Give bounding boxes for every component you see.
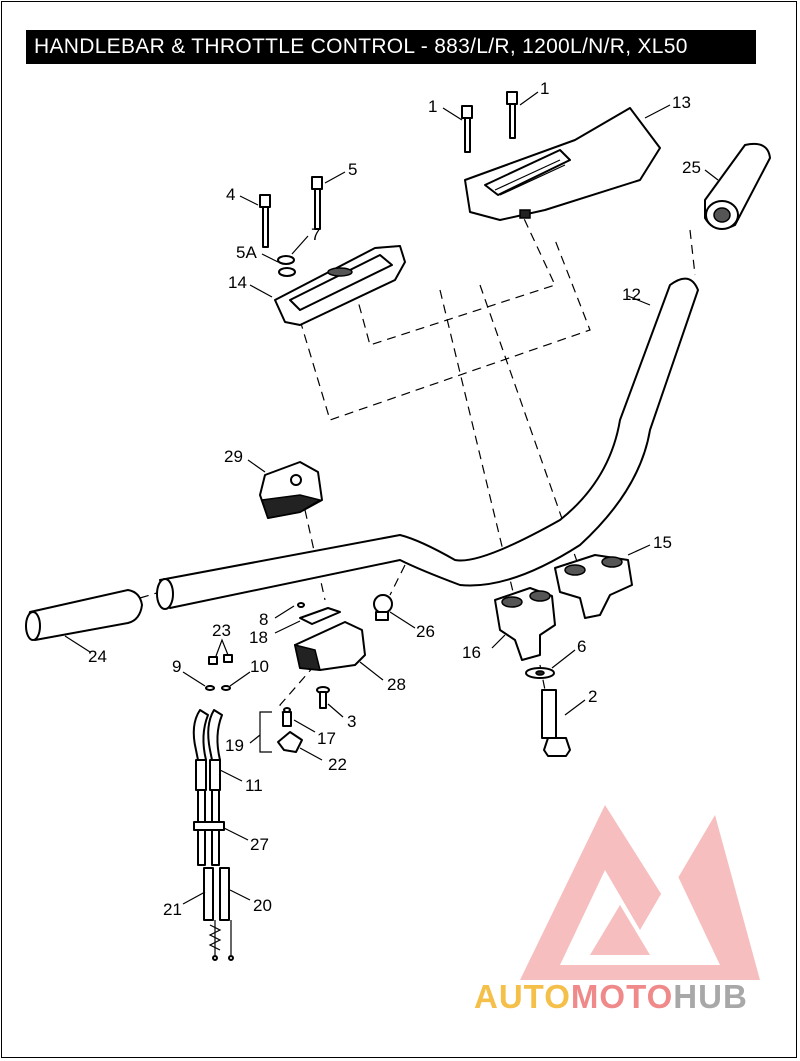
screw-3 [316,686,330,709]
bolt-2 [541,689,571,757]
watermark-text: AUTOMOTOHUB [474,978,748,1016]
handlebar-12 [156,277,699,610]
riser-15 [554,554,633,619]
callout-23: 23 [212,621,231,640]
callout-26: 26 [416,622,435,641]
callout-4: 4 [226,185,235,204]
callout-15: 15 [653,533,672,552]
callout-14: 14 [228,273,247,292]
throttle-housing-28 [294,602,366,671]
adjuster-17 [282,707,292,727]
adjuster-nut-22 [277,731,303,753]
callout-24: 24 [88,647,107,666]
right-grip-25 [704,142,771,230]
left-grip-24 [25,589,143,641]
callout-2: 2 [588,687,597,706]
callout-17: 17 [317,729,336,748]
bolt-5 [311,176,323,230]
bolt-4 [259,194,271,248]
callout-18: 18 [249,628,268,647]
throttle-cables [192,709,234,961]
callout-21: 21 [163,900,182,919]
callout-20: 20 [253,896,272,915]
washer-6 [525,667,555,679]
callout-1-left: 1 [428,97,437,116]
callout-12: 12 [622,285,641,304]
callout-1-right: 1 [540,79,549,98]
callout-28: 28 [387,675,406,694]
callout-25: 25 [682,158,701,177]
callout-5a: 5A [236,243,257,262]
watermark-part-moto: MOTO [570,978,674,1015]
callout-6: 6 [577,637,586,656]
callout-10: 10 [250,657,269,676]
callout-leader-lines [64,91,719,905]
ferrules-23 [205,654,233,691]
callout-7: 7 [311,225,320,244]
callout-5: 5 [348,160,357,179]
callout-8: 8 [259,610,268,629]
callout-27: 27 [250,835,269,854]
top-clamp-14 [274,245,406,326]
bolt-1-right [506,91,518,139]
callout-labels: 1 1 13 25 4 5 5A 7 14 12 29 15 8 18 26 2… [88,79,701,919]
washer-7 [277,255,296,277]
watermark-logo-icon [520,805,760,980]
callout-19: 19 [225,736,244,755]
callout-9: 9 [172,657,181,676]
bolt-1-left [461,105,473,153]
bracket-19 [249,711,272,753]
switch-housing-29 [259,461,323,519]
page-title: HANDLEBAR & THROTTLE CONTROL - 883/L/R, … [26,30,756,64]
callout-11: 11 [245,776,263,795]
top-clamp-13 [464,107,661,221]
watermark-part-hub: HUB [673,978,748,1015]
callout-13: 13 [672,93,691,112]
callout-22: 22 [328,755,347,774]
callout-16: 16 [462,643,481,662]
clamp-26 [373,594,393,621]
watermark-part-auto: AUTO [474,978,571,1015]
callout-3: 3 [347,712,356,731]
riser-16 [494,587,556,661]
callout-29: 29 [224,447,243,466]
